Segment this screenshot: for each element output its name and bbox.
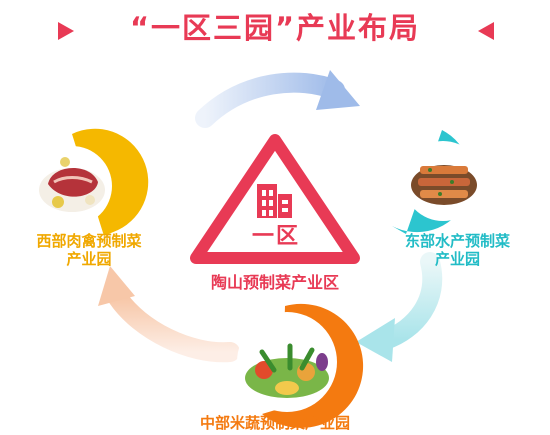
west-park-pin <box>32 128 149 236</box>
center-zone-name: 陶山预制菜产业区 <box>210 273 339 292</box>
south-park-name: 中部米蔬预制菜产业园 <box>199 414 350 432</box>
south-park-pin <box>237 303 364 428</box>
east-park-name-line2: 产业园 <box>434 250 480 268</box>
right-pointing-triangle-icon <box>58 22 74 40</box>
west-park-label: 西部肉禽预制菜 产业园 <box>4 232 174 268</box>
page-title: “一区三园”产业布局 <box>129 11 421 45</box>
west-park-name-line2: 产业园 <box>66 250 112 268</box>
arrow-left-icon <box>98 266 240 363</box>
title-bar: “一区三园”产业布局 <box>0 8 550 48</box>
center-zone-label: 一区 <box>251 224 300 249</box>
seafood-skewers-image <box>411 165 477 205</box>
arrow-top-icon <box>195 70 360 128</box>
vegetable-basket-image <box>245 343 329 398</box>
left-pointing-triangle-icon <box>478 22 494 40</box>
meat-dish-image <box>39 157 105 212</box>
west-park-name-line1: 西部肉禽预制菜 <box>36 232 142 250</box>
arrow-right-icon <box>356 252 443 362</box>
building-icon <box>257 184 292 218</box>
east-park-pin <box>392 130 483 234</box>
east-park-name-line1: 东部水产预制菜 <box>404 232 510 250</box>
east-park-label: 东部水产预制菜 产业园 <box>370 232 545 268</box>
